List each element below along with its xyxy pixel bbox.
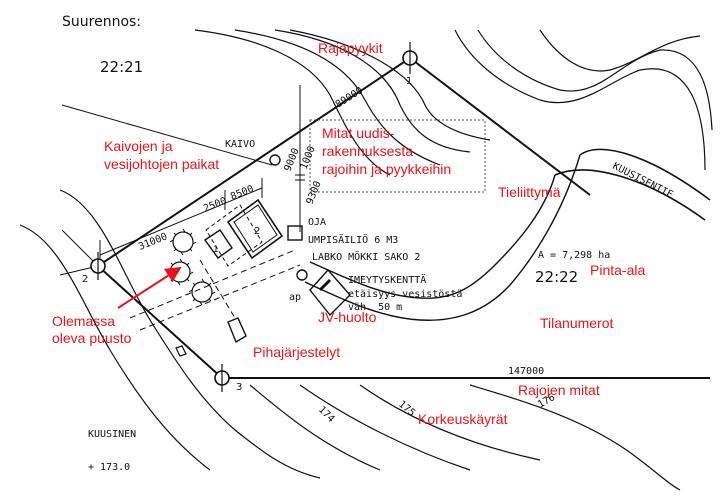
contour-label-175: 175 [396,399,417,419]
dimension-9000: 9000 [283,147,302,173]
label-labko: LABKO MÖKKI SAKO 2 [312,250,420,263]
building-main: 2 [226,198,284,260]
annotation-mitat-2: rakennuksesta [322,143,413,159]
annotation-korkeuskayrat: Korkeuskäyrät [418,411,508,427]
boundary-marker-1: 1 [402,42,418,87]
label-ap: ap [289,292,301,303]
parcel-number-main: 22:21 [100,58,143,76]
dimension-89000: 89000 [334,85,365,110]
dimension-9300: 9300 [305,180,324,206]
well-jv [296,269,308,281]
label-etaisyys-2: väh. 50 m [348,302,402,313]
building-small: 1 [204,229,233,259]
tree-symbol [188,278,216,306]
small-structure [175,345,187,357]
label-kuusinen: KUUSINEN [88,429,136,440]
annotation-mitat-1: Mitat uudis- [322,125,395,141]
annotation-rajojen-mitat: Rajojen mitat [518,382,600,398]
road-kuusisentie [304,148,711,321]
trees [166,228,216,306]
boundary-marker-2: 2 [82,252,106,285]
annotation-olemassa-2: oleva puusto [52,330,132,346]
annotation-kaivojen-1: Kaivojen ja [104,138,173,154]
septic-system [269,154,351,317]
svg-text:1: 1 [406,76,412,87]
dimension-1000: 1000 [299,145,318,171]
label-etaisyys-1: etäisyys vesistöstä [348,289,462,300]
area-label: A = 7,298 ha [538,250,610,261]
dimension-8500: 8500 [229,184,255,203]
well-kaivo [269,154,281,166]
building-number: 2 [254,226,260,237]
dimension-31000: 31000 [137,231,169,252]
yard-paths [129,204,301,331]
svg-text:3: 3 [236,382,242,393]
annotation-mitat-3: rajoihin ja pyykkeihin [322,161,451,177]
annotation-jv-huolto: JV-huolto [318,309,377,325]
dimension-lines [99,85,305,262]
dimension-2500: 2500 [202,196,228,215]
building-number-small: 1 [213,245,219,255]
annotation-tieliittyma: Tieliittymä [498,184,561,200]
scale-label: Suurennos: [62,14,141,30]
yard-structure [227,317,247,344]
elevation-point: + 173.0 [88,462,130,473]
annotation-arrow [117,266,182,309]
label-imeytyskentta: IMEYTYSKENTTÄ [348,273,426,286]
annotation-rajapyykit: Rajapyykit [318,40,383,56]
label-oja: OJA [308,217,326,228]
annotation-tilanumerot: Tilanumerot [540,315,614,331]
contour-lines [19,29,713,491]
annotation-box [309,119,486,193]
infiltration-field [309,268,351,317]
annotation-pihajarjestelyt: Pihajärjestelyt [253,344,340,360]
tree-symbol [169,228,197,256]
svg-text:2: 2 [82,274,88,285]
dimension-147000: 147000 [508,366,544,377]
boundary-marker-3: 3 [214,364,242,393]
annotation-kaivojen-2: vesijohtojen paikat [104,156,219,172]
annotation-pinta-ala: Pinta-ala [590,262,645,278]
label-umpisailio: UMPISÄILIÖ 6 M3 [308,233,398,246]
tree-symbol [166,258,194,286]
label-kaivo: KAIVO [225,139,255,150]
annotation-olemassa-1: Olemassa [52,313,115,329]
road-name: KUUSISENTIE [611,161,675,201]
parcel-number-neighbor: 22:22 [535,268,578,286]
